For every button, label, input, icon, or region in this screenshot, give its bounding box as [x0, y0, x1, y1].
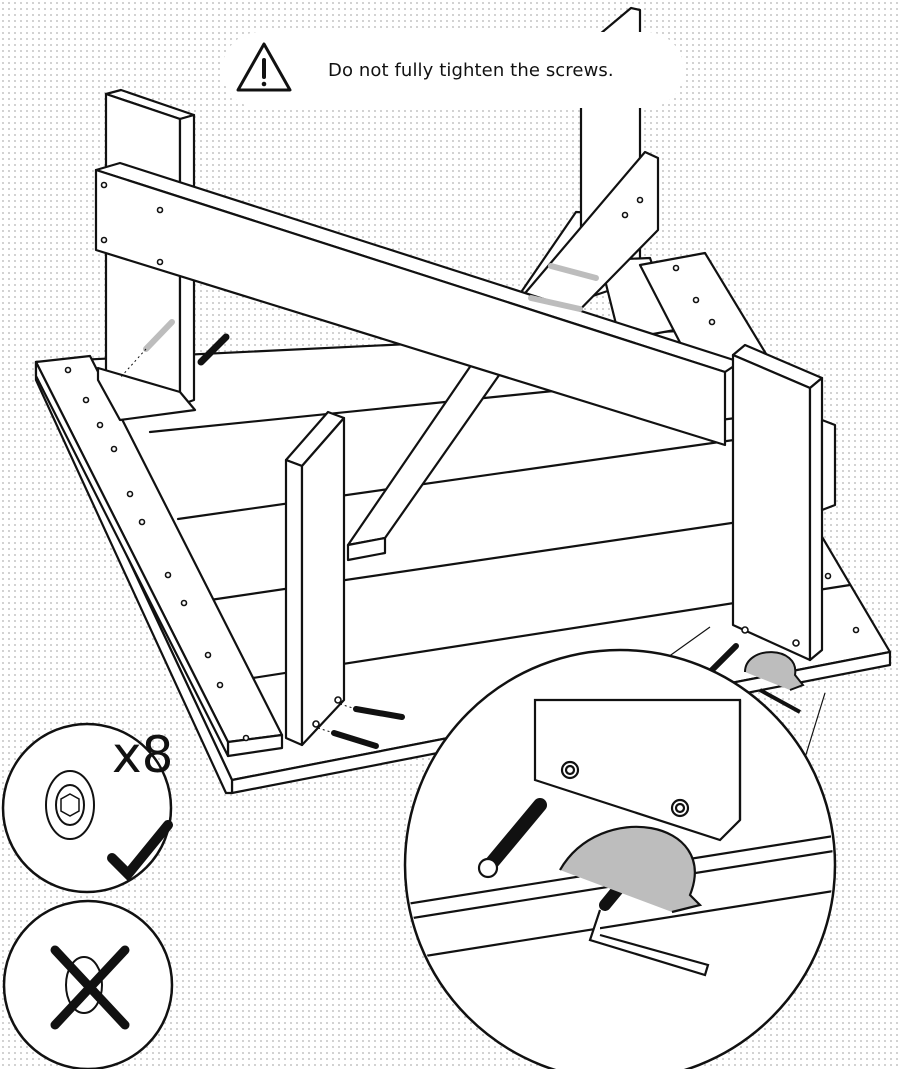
warning-text: Do not fully tighten the screws. [328, 60, 614, 81]
cross-icon [50, 945, 130, 1030]
screw-holes [64, 181, 860, 742]
front-left-leg [284, 410, 346, 747]
quantity-label: x8 [112, 726, 174, 784]
front-right-leg [731, 343, 837, 662]
hardware-not-ok-hint [2, 899, 174, 1069]
warning-callout [222, 32, 684, 108]
allen-key-rotation-small [744, 651, 805, 714]
left-rail [34, 354, 284, 758]
zoom-detail [403, 626, 837, 1069]
hardware-ok-hint [1, 722, 173, 894]
warning-icon-overlay [236, 42, 292, 92]
screws-small [143, 263, 739, 749]
checkmark-icon [107, 820, 173, 882]
